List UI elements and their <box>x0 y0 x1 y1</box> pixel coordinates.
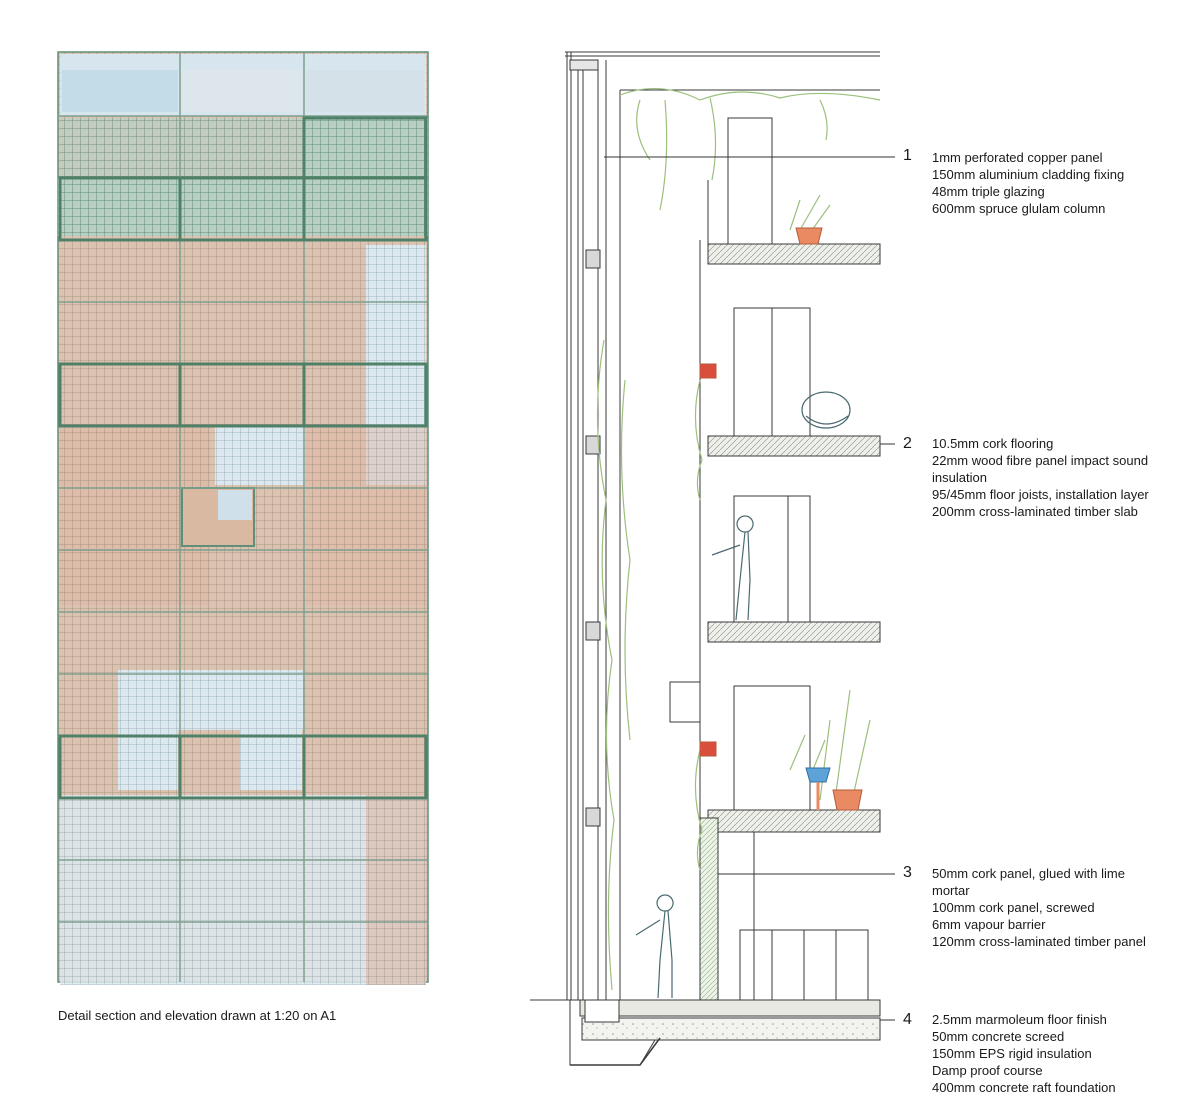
annotation-line: mortar <box>932 883 970 898</box>
annotation-line: 400mm concrete raft foundation <box>932 1080 1116 1095</box>
annotation-line: 150mm EPS rigid insulation <box>932 1046 1092 1061</box>
annotation-line: 48mm triple glazing <box>932 184 1045 199</box>
section-figures <box>635 391 851 999</box>
annotation-4: 2.5mm marmoleum floor finish 50mm concre… <box>932 1011 1116 1096</box>
annotation-line: 100mm cork panel, screwed <box>932 900 1095 915</box>
facade-section <box>530 51 881 1066</box>
annotation-line: 95/45mm floor joists, installation layer <box>932 487 1149 502</box>
annotation-line: insulation <box>932 470 987 485</box>
annotation-line: 10.5mm cork flooring <box>932 436 1054 451</box>
annotation-line: 120mm cross-laminated timber panel <box>932 934 1146 949</box>
section-plants <box>596 88 881 991</box>
annotation-line: 6mm vapour barrier <box>932 917 1046 932</box>
annotation-line: 2.5mm marmoleum floor finish <box>932 1012 1107 1027</box>
annotation-number-3: 3 <box>903 864 912 881</box>
annotation-leaders <box>604 156 895 1021</box>
annotation-line: 1mm perforated copper panel <box>932 150 1103 165</box>
annotation-line: 22mm wood fibre panel impact sound <box>932 453 1149 468</box>
annotation-line: 150mm aluminium cladding fixing <box>932 167 1125 182</box>
facade-elevation <box>57 51 429 985</box>
annotation-number-1: 1 <box>903 147 912 164</box>
section-pots <box>699 227 863 811</box>
annotation-1: 1mm perforated copper panel 150mm alumin… <box>932 149 1124 217</box>
annotation-number-4: 4 <box>903 1011 912 1028</box>
annotation-line: 50mm cork panel, glued with lime <box>932 866 1125 881</box>
annotation-3: 50mm cork panel, glued with lime mortar … <box>932 865 1146 950</box>
annotation-line: Damp proof course <box>932 1063 1043 1078</box>
annotation-number-2: 2 <box>903 435 912 452</box>
annotation-line: 600mm spruce glulam column <box>932 201 1106 216</box>
annotation-line: 200mm cross-laminated timber slab <box>932 504 1138 519</box>
drawing-caption: Detail section and elevation drawn at 1:… <box>58 1008 337 1023</box>
annotation-2: 10.5mm cork flooring 22mm wood fibre pan… <box>932 435 1149 520</box>
annotation-line: 50mm concrete screed <box>932 1029 1065 1044</box>
